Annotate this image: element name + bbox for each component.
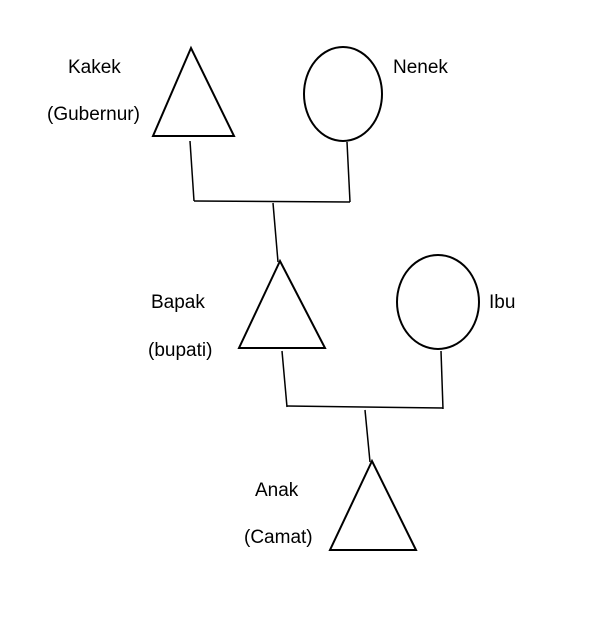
kakek-male-triangle xyxy=(151,45,236,137)
kakek-role-label: (Gubernur) xyxy=(47,104,140,125)
bapak-name-label: Bapak xyxy=(151,292,205,313)
nenek-name-label: Nenek xyxy=(393,57,448,78)
marriage-line-bapak-ibu xyxy=(281,350,444,410)
bapak-role-label: (bupati) xyxy=(148,340,213,361)
descent-line-to-anak xyxy=(364,409,371,463)
marriage-line-kakek-nenek xyxy=(189,140,351,203)
nenek-female-circle xyxy=(303,46,383,142)
bapak-male-triangle xyxy=(237,258,327,349)
kakek-name-label: Kakek xyxy=(68,57,121,78)
anak-name-label: Anak xyxy=(255,480,299,501)
ibu-female-circle xyxy=(396,254,480,350)
anak-role-label: (Camat) xyxy=(244,527,313,548)
descent-line-to-bapak xyxy=(272,202,279,263)
ibu-name-label: Ibu xyxy=(489,292,516,313)
anak-male-triangle xyxy=(328,458,418,551)
